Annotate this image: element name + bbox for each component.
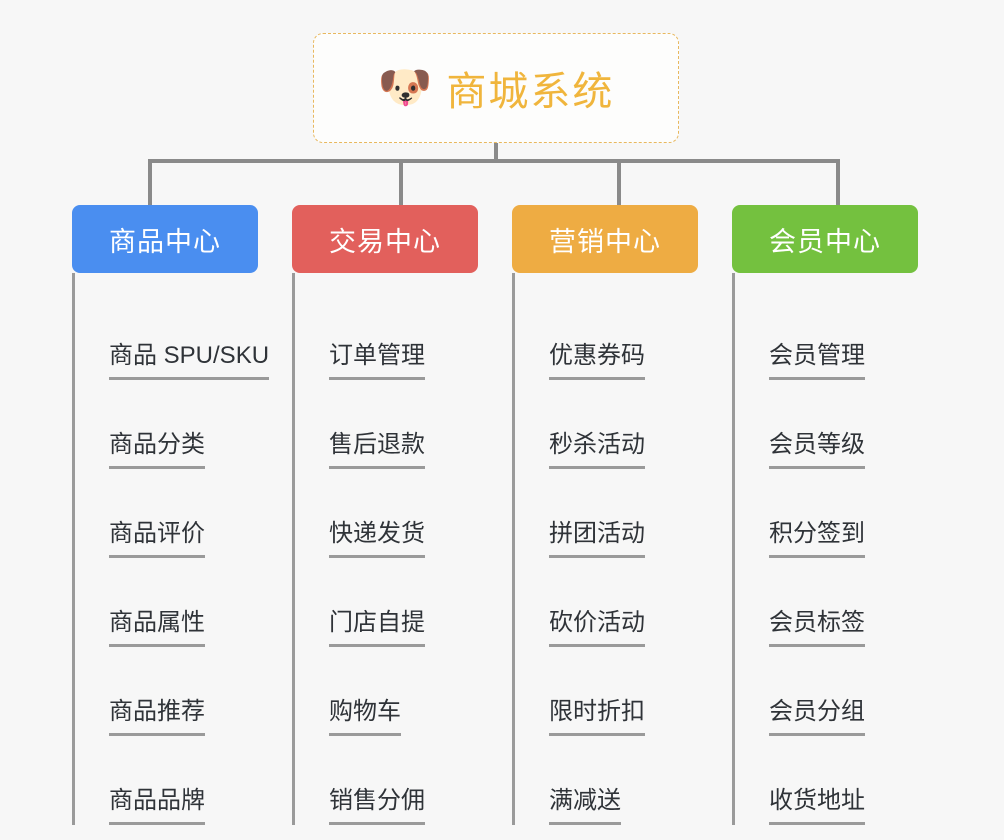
branch-trade-center: 交易中心 订单管理 售后退款 快递发货 门店自提 购物车 销售分佣 xyxy=(278,205,498,825)
leaf-label: 优惠券码 xyxy=(549,335,645,380)
connector-drop-3 xyxy=(617,159,621,207)
leaf-label: 拼团活动 xyxy=(549,513,645,558)
leaf-item[interactable]: 商品分类 xyxy=(75,380,278,469)
leaf-item[interactable]: 商品推荐 xyxy=(75,647,278,736)
leaf-label: 商品属性 xyxy=(109,602,205,647)
leaf-label: 售后退款 xyxy=(329,424,425,469)
leaf-label: 快递发货 xyxy=(329,513,425,558)
leaf-label: 秒杀活动 xyxy=(549,424,645,469)
leaf-item[interactable]: 会员等级 xyxy=(735,380,938,469)
branch-header-label: 会员中心 xyxy=(769,226,881,257)
leaf-label: 商品品牌 xyxy=(109,780,205,825)
leaf-item[interactable]: 商品评价 xyxy=(75,469,278,558)
leaf-item[interactable]: 拼团活动 xyxy=(515,469,718,558)
leaf-item[interactable]: 限时折扣 xyxy=(515,647,718,736)
branch-header-trade-center[interactable]: 交易中心 xyxy=(292,205,478,273)
branch-header-member-center[interactable]: 会员中心 xyxy=(732,205,918,273)
leaf-item[interactable]: 售后退款 xyxy=(295,380,498,469)
branch-columns: 商品中心 商品 SPU/SKU 商品分类 商品评价 商品属性 商品推荐 商品品牌… xyxy=(0,205,1004,840)
connector-drop-1 xyxy=(148,159,152,207)
leaf-label: 商品评价 xyxy=(109,513,205,558)
branch-product-center: 商品中心 商品 SPU/SKU 商品分类 商品评价 商品属性 商品推荐 商品品牌 xyxy=(58,205,278,825)
branch-spine-member-center: 会员管理 会员等级 积分签到 会员标签 会员分组 收货地址 xyxy=(732,273,938,825)
leaf-item[interactable]: 购物车 xyxy=(295,647,498,736)
leaf-label: 门店自提 xyxy=(329,602,425,647)
dog-face-icon: 🐶 xyxy=(377,63,433,112)
leaf-label: 限时折扣 xyxy=(549,691,645,736)
leaf-label: 收货地址 xyxy=(769,780,865,825)
leaf-item[interactable]: 积分签到 xyxy=(735,469,938,558)
leaf-item[interactable]: 优惠券码 xyxy=(515,291,718,380)
connector-root-stem xyxy=(494,143,498,163)
connector-horizontal-bus xyxy=(148,159,840,163)
leaf-item[interactable]: 会员分组 xyxy=(735,647,938,736)
leaf-item[interactable]: 商品品牌 xyxy=(75,736,278,825)
leaf-label: 会员分组 xyxy=(769,691,865,736)
branch-header-marketing-center[interactable]: 营销中心 xyxy=(512,205,698,273)
root-node-mall-system[interactable]: 🐶 商城系统 xyxy=(313,33,679,143)
leaf-label: 会员管理 xyxy=(769,335,865,380)
leaf-label: 商品推荐 xyxy=(109,691,205,736)
leaf-item[interactable]: 快递发货 xyxy=(295,469,498,558)
leaf-item[interactable]: 秒杀活动 xyxy=(515,380,718,469)
leaf-item[interactable]: 满减送 xyxy=(515,736,718,825)
leaf-label: 积分签到 xyxy=(769,513,865,558)
leaf-label: 会员等级 xyxy=(769,424,865,469)
leaf-item[interactable]: 收货地址 xyxy=(735,736,938,825)
leaf-label: 商品 SPU/SKU xyxy=(109,335,270,380)
branch-header-product-center[interactable]: 商品中心 xyxy=(72,205,258,273)
leaf-item[interactable]: 商品 SPU/SKU xyxy=(75,291,278,380)
connector-drop-4 xyxy=(836,159,840,207)
leaf-label: 会员标签 xyxy=(769,602,865,647)
leaf-item[interactable]: 门店自提 xyxy=(295,558,498,647)
leaf-item[interactable]: 商品属性 xyxy=(75,558,278,647)
leaf-label: 购物车 xyxy=(329,691,401,736)
branch-spine-product-center: 商品 SPU/SKU 商品分类 商品评价 商品属性 商品推荐 商品品牌 xyxy=(72,273,278,825)
branch-spine-trade-center: 订单管理 售后退款 快递发货 门店自提 购物车 销售分佣 xyxy=(292,273,498,825)
branch-header-label: 商品中心 xyxy=(109,226,221,257)
leaf-label: 销售分佣 xyxy=(329,780,425,825)
branch-marketing-center: 营销中心 优惠券码 秒杀活动 拼团活动 砍价活动 限时折扣 满减送 xyxy=(498,205,718,825)
branch-header-label: 营销中心 xyxy=(549,226,661,257)
leaf-item[interactable]: 会员管理 xyxy=(735,291,938,380)
leaf-label: 满减送 xyxy=(549,780,621,825)
leaf-label: 商品分类 xyxy=(109,424,205,469)
leaf-label: 砍价活动 xyxy=(549,602,645,647)
leaf-item[interactable]: 会员标签 xyxy=(735,558,938,647)
branch-header-label: 交易中心 xyxy=(329,226,441,257)
leaf-item[interactable]: 销售分佣 xyxy=(295,736,498,825)
leaf-item[interactable]: 订单管理 xyxy=(295,291,498,380)
leaf-label: 订单管理 xyxy=(329,335,425,380)
root-node-title: 商城系统 xyxy=(446,70,615,114)
connector-drop-2 xyxy=(399,159,403,207)
branch-spine-marketing-center: 优惠券码 秒杀活动 拼团活动 砍价活动 限时折扣 满减送 xyxy=(512,273,718,825)
branch-member-center: 会员中心 会员管理 会员等级 积分签到 会员标签 会员分组 收货地址 xyxy=(718,205,938,825)
leaf-item[interactable]: 砍价活动 xyxy=(515,558,718,647)
